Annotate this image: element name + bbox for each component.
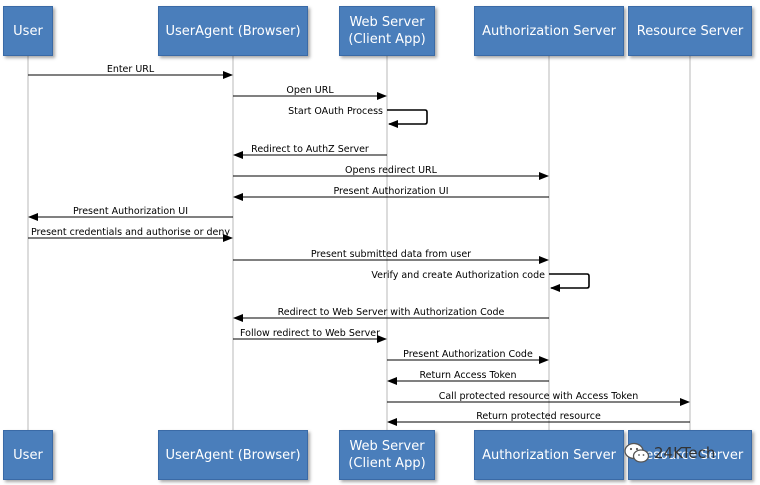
actor-client-bottom: Web Server (Client App) xyxy=(339,430,435,480)
actor-browser-bottom: UserAgent (Browser) xyxy=(158,430,308,480)
message-11: Redirect to Web Server with Authorizatio… xyxy=(233,307,549,322)
message-label: Start OAuth Process xyxy=(288,106,383,117)
actor-client-top: Web Server (Client App) xyxy=(339,6,435,56)
self-arrow xyxy=(549,273,590,292)
actor-label: Resource Server xyxy=(636,23,744,39)
actor-label: User xyxy=(13,23,43,39)
watermark-text: 24KTech xyxy=(654,444,716,462)
wechat-icon xyxy=(624,442,650,464)
message-4: Redirect to AuthZ Server xyxy=(233,144,387,159)
message-label: Present credentials and authorise or den… xyxy=(31,227,230,238)
actor-resource-top: Resource Server xyxy=(628,6,752,56)
message-1: Enter URL xyxy=(28,64,233,79)
message-label: Return Access Token xyxy=(419,370,516,381)
self-arrow xyxy=(387,109,428,128)
message-label: Present Authorization Code xyxy=(403,349,533,360)
message-7: Present Authorization UI xyxy=(28,206,233,221)
message-label: Verify and create Authorization code xyxy=(371,270,545,281)
actor-label: Web Server (Client App) xyxy=(348,439,426,471)
message-label: Open URL xyxy=(286,85,334,96)
actor-authz-top: Authorization Server xyxy=(474,6,624,56)
message-9: Present submitted data from user xyxy=(233,249,549,264)
message-label: Call protected resource with Access Toke… xyxy=(439,391,639,402)
actor-label: UserAgent (Browser) xyxy=(165,23,301,39)
message-2: Open URL xyxy=(233,85,387,100)
actor-authz-bottom: Authorization Server xyxy=(474,430,624,480)
message-label: Opens redirect URL xyxy=(345,165,438,176)
actor-label: UserAgent (Browser) xyxy=(165,447,301,463)
message-6: Present Authorization UI xyxy=(233,186,549,201)
message-label: Present submitted data from user xyxy=(311,249,471,260)
message-8: Present credentials and authorise or den… xyxy=(28,227,233,242)
message-16: Return protected resource xyxy=(387,411,690,426)
message-label: Redirect to AuthZ Server xyxy=(251,144,369,155)
message-14: Return Access Token xyxy=(387,370,549,385)
message-15: Call protected resource with Access Toke… xyxy=(387,391,690,406)
watermark: 24KTech xyxy=(624,440,746,466)
actor-browser-top: UserAgent (Browser) xyxy=(158,6,308,56)
message-3: Start OAuth Process xyxy=(288,106,428,128)
message-label: Enter URL xyxy=(107,64,155,75)
message-5: Opens redirect URL xyxy=(233,165,549,180)
actor-user-top: User xyxy=(3,6,53,56)
actor-user-bottom: User xyxy=(3,430,53,480)
actor-label: Authorization Server xyxy=(482,447,616,463)
message-13: Present Authorization Code xyxy=(387,349,549,364)
message-label: Present Authorization UI xyxy=(73,206,188,217)
actor-label: Resource Server xyxy=(636,447,744,463)
message-10: Verify and create Authorization code xyxy=(371,270,590,292)
message-label: Present Authorization UI xyxy=(333,186,448,197)
message-12: Follow redirect to Web Server xyxy=(233,328,387,343)
actor-label: Authorization Server xyxy=(482,23,616,39)
actor-label: User xyxy=(13,447,43,463)
actor-label: Web Server (Client App) xyxy=(348,15,426,47)
message-label: Follow redirect to Web Server xyxy=(240,328,380,339)
message-label: Redirect to Web Server with Authorizatio… xyxy=(278,307,505,318)
message-label: Return protected resource xyxy=(476,411,601,422)
